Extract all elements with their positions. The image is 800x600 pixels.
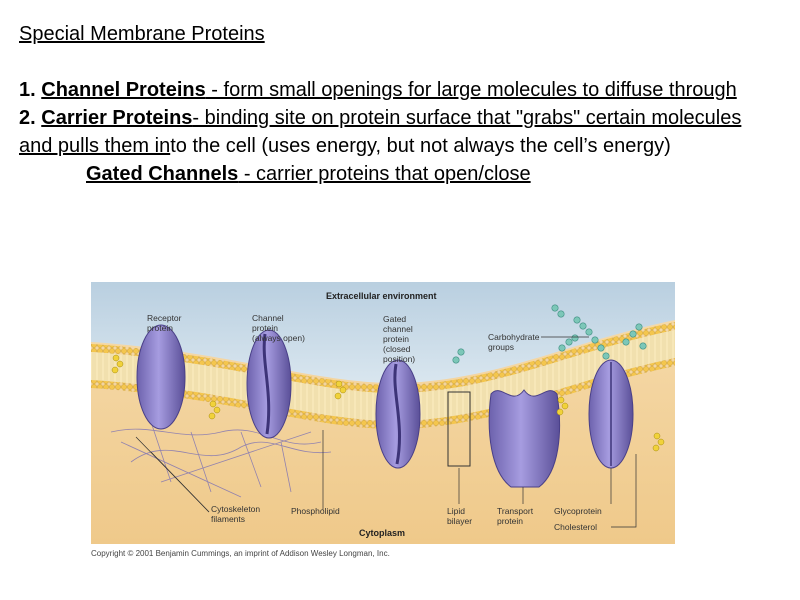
item2-number: 2. bbox=[19, 107, 41, 129]
item-channel-proteins: 1. Channel Proteins - form small opening… bbox=[19, 76, 779, 104]
gated-label-1: Gated bbox=[383, 314, 406, 324]
gated-label-4: (closed bbox=[383, 344, 411, 354]
gated-channel-protein bbox=[376, 360, 420, 468]
transport-label-1: Transport bbox=[497, 506, 534, 516]
membrane-diagram: Extracellular environment Cytoplasm Rece… bbox=[91, 282, 675, 544]
gated-label-5: position) bbox=[383, 354, 415, 364]
gated-description: - carrier proteins that open/close bbox=[238, 163, 530, 185]
item1-description: - form small openings for large molecule… bbox=[206, 79, 737, 101]
figure-copyright: Copyright © 2001 Benjamin Cummings, an i… bbox=[91, 549, 390, 558]
gated-label-3: protein bbox=[383, 334, 409, 344]
receptor-label-1: Receptor bbox=[147, 313, 182, 323]
channel-label-2: protein bbox=[252, 323, 278, 333]
cytoplasm-label: Cytoplasm bbox=[359, 528, 405, 538]
lipid-bilayer-label-1: Lipid bbox=[447, 506, 465, 516]
slide-text: Special Membrane Proteins 1. Channel Pro… bbox=[19, 20, 779, 188]
channel-protein bbox=[247, 330, 291, 438]
item-carrier-proteins: 2. Carrier Proteins- binding site on pro… bbox=[19, 104, 779, 160]
transport-protein bbox=[489, 390, 559, 487]
carbohydrate-label-1: Carbohydrate bbox=[488, 332, 540, 342]
channel-label-1: Channel bbox=[252, 313, 284, 323]
glycoprotein bbox=[589, 360, 633, 468]
cytoskeleton-label-1: Cytoskeleton bbox=[211, 504, 260, 514]
channel-label-3: (always open) bbox=[252, 333, 305, 343]
item2-term: Carrier Proteins bbox=[41, 107, 192, 129]
receptor-label-2: protein bbox=[147, 323, 173, 333]
item1-term: Channel Proteins bbox=[41, 79, 205, 101]
receptor-protein bbox=[137, 325, 185, 429]
item2-description-rest: to the cell (uses energy, but not always… bbox=[170, 135, 671, 157]
item-gated-channels: Gated Channels - carrier proteins that o… bbox=[19, 160, 779, 188]
gated-label-2: channel bbox=[383, 324, 413, 334]
transport-label-2: protein bbox=[497, 516, 523, 526]
cholesterol-label: Cholesterol bbox=[554, 522, 597, 532]
extracellular-label: Extracellular environment bbox=[326, 291, 437, 301]
carbohydrate-label-2: groups bbox=[488, 342, 514, 352]
membrane-figure: Extracellular environment Cytoplasm Rece… bbox=[91, 282, 675, 544]
phospholipid-label: Phospholipid bbox=[291, 506, 340, 516]
glycoprotein-label: Glycoprotein bbox=[554, 506, 602, 516]
lipid-bilayer-label-2: bilayer bbox=[447, 516, 472, 526]
slide-title: Special Membrane Proteins bbox=[19, 20, 779, 48]
gated-term: Gated Channels bbox=[86, 163, 238, 185]
cytoskeleton-label-2: filaments bbox=[211, 514, 245, 524]
item1-number: 1. bbox=[19, 79, 41, 101]
